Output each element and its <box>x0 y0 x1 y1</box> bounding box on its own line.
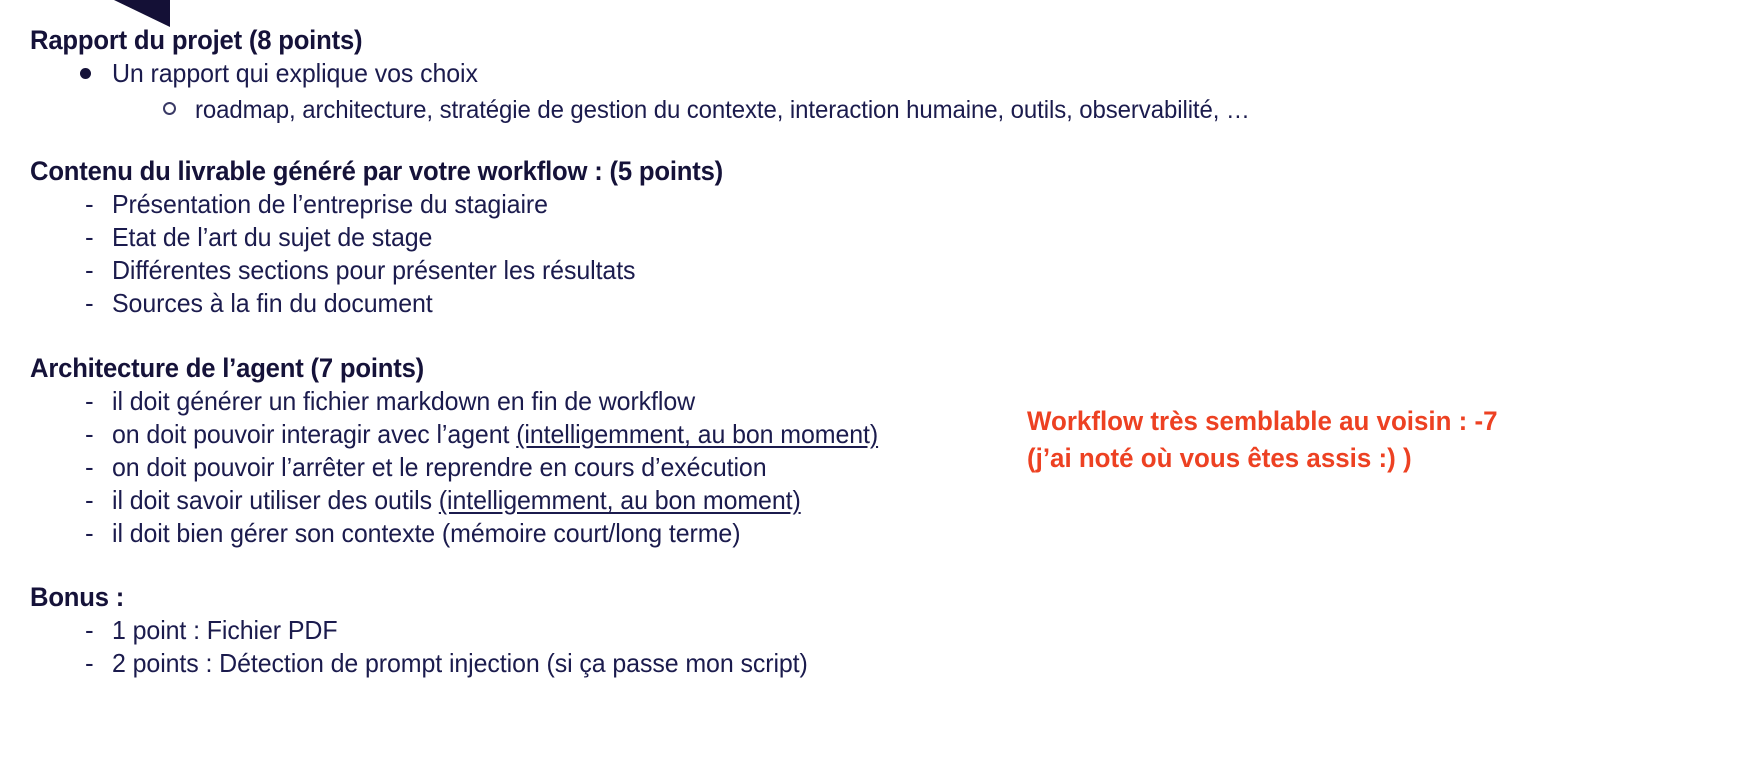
list-item: - Etat de l’art du sujet de stage <box>30 221 760 254</box>
annotation-line-2: (j’ai noté où vous êtes assis :) ) <box>1027 443 1412 473</box>
list-item-text-plain: il doit savoir utiliser des outils <box>112 485 439 515</box>
list-item-text-underlined: (intelligemment, au bon moment) <box>438 485 801 515</box>
dash-bullet-icon: - <box>85 518 94 548</box>
section-item-list: - 1 point : Fichier PDF - 2 points : Dét… <box>30 614 837 680</box>
corner-triangle-decoration <box>114 0 170 27</box>
list-item-label: 2 points : Détection de prompt injection… <box>112 648 808 678</box>
list-item-label: Présentation de l’entreprise du stagiair… <box>112 189 548 219</box>
dash-bullet-icon: - <box>85 419 94 449</box>
annotation-line-1: Workflow très semblable au voisin : -7 <box>1027 406 1498 436</box>
section-heading: Rapport du projet (8 points) <box>30 25 363 55</box>
section-bonus: Bonus : - 1 point : Fichier PDF - 2 poin… <box>30 581 837 680</box>
list-item: - Sources à la fin du document <box>30 287 760 320</box>
dash-bullet-icon: - <box>85 288 94 318</box>
section-item-list: - il doit générer un fichier markdown en… <box>30 385 910 550</box>
dash-bullet-icon: - <box>85 386 94 416</box>
section-contenu-du-livrable: Contenu du livrable généré par votre wor… <box>30 155 760 320</box>
list-item: - on doit pouvoir interagir avec l’agent… <box>30 418 910 451</box>
section-heading: Contenu du livrable généré par votre wor… <box>30 156 724 186</box>
section-architecture-agent: Architecture de l’agent (7 points) - il … <box>30 352 910 550</box>
list-item-label: on doit pouvoir interagir avec l’agent (… <box>112 418 878 451</box>
dash-bullet-icon: - <box>85 222 94 252</box>
dash-bullet-icon: - <box>85 485 94 515</box>
section-rapport-du-projet: Rapport du projet (8 points) Un rapport … <box>30 24 1294 127</box>
list-item: - il doit bien gérer son contexte (mémoi… <box>30 517 910 550</box>
list-item: - il doit générer un fichier markdown en… <box>30 385 910 418</box>
list-item-label: on doit pouvoir l’arrêter et le reprendr… <box>112 452 767 482</box>
dash-bullet-icon: - <box>85 648 94 678</box>
section-heading: Bonus : <box>30 582 125 612</box>
list-item: Un rapport qui explique vos choix <box>30 57 1294 93</box>
list-item-label: 1 point : Fichier PDF <box>112 615 338 645</box>
list-item: - Différentes sections pour présenter le… <box>30 254 760 287</box>
list-item: - Présentation de l’entreprise du stagia… <box>30 188 760 221</box>
list-item-label: il doit bien gérer son contexte (mémoire… <box>112 518 741 548</box>
bullet-disc-icon <box>30 60 112 93</box>
list-item: - il doit savoir utiliser des outils (in… <box>30 484 910 517</box>
list-item-label: Etat de l’art du sujet de stage <box>112 222 433 252</box>
bullet-circle-icon <box>30 93 195 126</box>
list-item-label: il doit savoir utiliser des outils (inte… <box>112 484 801 517</box>
list-item: roadmap, architecture, stratégie de gest… <box>30 93 1294 127</box>
dash-bullet-icon: - <box>85 189 94 219</box>
dash-bullet-icon: - <box>85 452 94 482</box>
list-item-label: il doit générer un fichier markdown en f… <box>112 386 696 416</box>
dash-bullet-icon: - <box>85 615 94 645</box>
list-item-label: Différentes sections pour présenter les … <box>112 255 636 285</box>
list-item: - 1 point : Fichier PDF <box>30 614 837 647</box>
list-item-label: Sources à la fin du document <box>112 288 433 318</box>
section-item-list: Un rapport qui explique vos choix roadma… <box>30 57 1294 127</box>
dash-bullet-icon: - <box>85 255 94 285</box>
section-heading: Architecture de l’agent (7 points) <box>30 353 425 383</box>
section-item-list: - Présentation de l’entreprise du stagia… <box>30 188 760 320</box>
list-item-label: Un rapport qui explique vos choix <box>112 58 478 88</box>
list-item: - 2 points : Détection de prompt injecti… <box>30 647 837 680</box>
grading-annotation: Workflow très semblable au voisin : -7 (… <box>1027 403 1498 477</box>
list-item-text-underlined: (intelligemment, au bon moment) <box>516 419 879 449</box>
list-item-label: roadmap, architecture, stratégie de gest… <box>195 96 1250 124</box>
list-item: - on doit pouvoir l’arrêter et le repren… <box>30 451 910 484</box>
list-item-text-plain: on doit pouvoir interagir avec l’agent <box>112 419 517 449</box>
